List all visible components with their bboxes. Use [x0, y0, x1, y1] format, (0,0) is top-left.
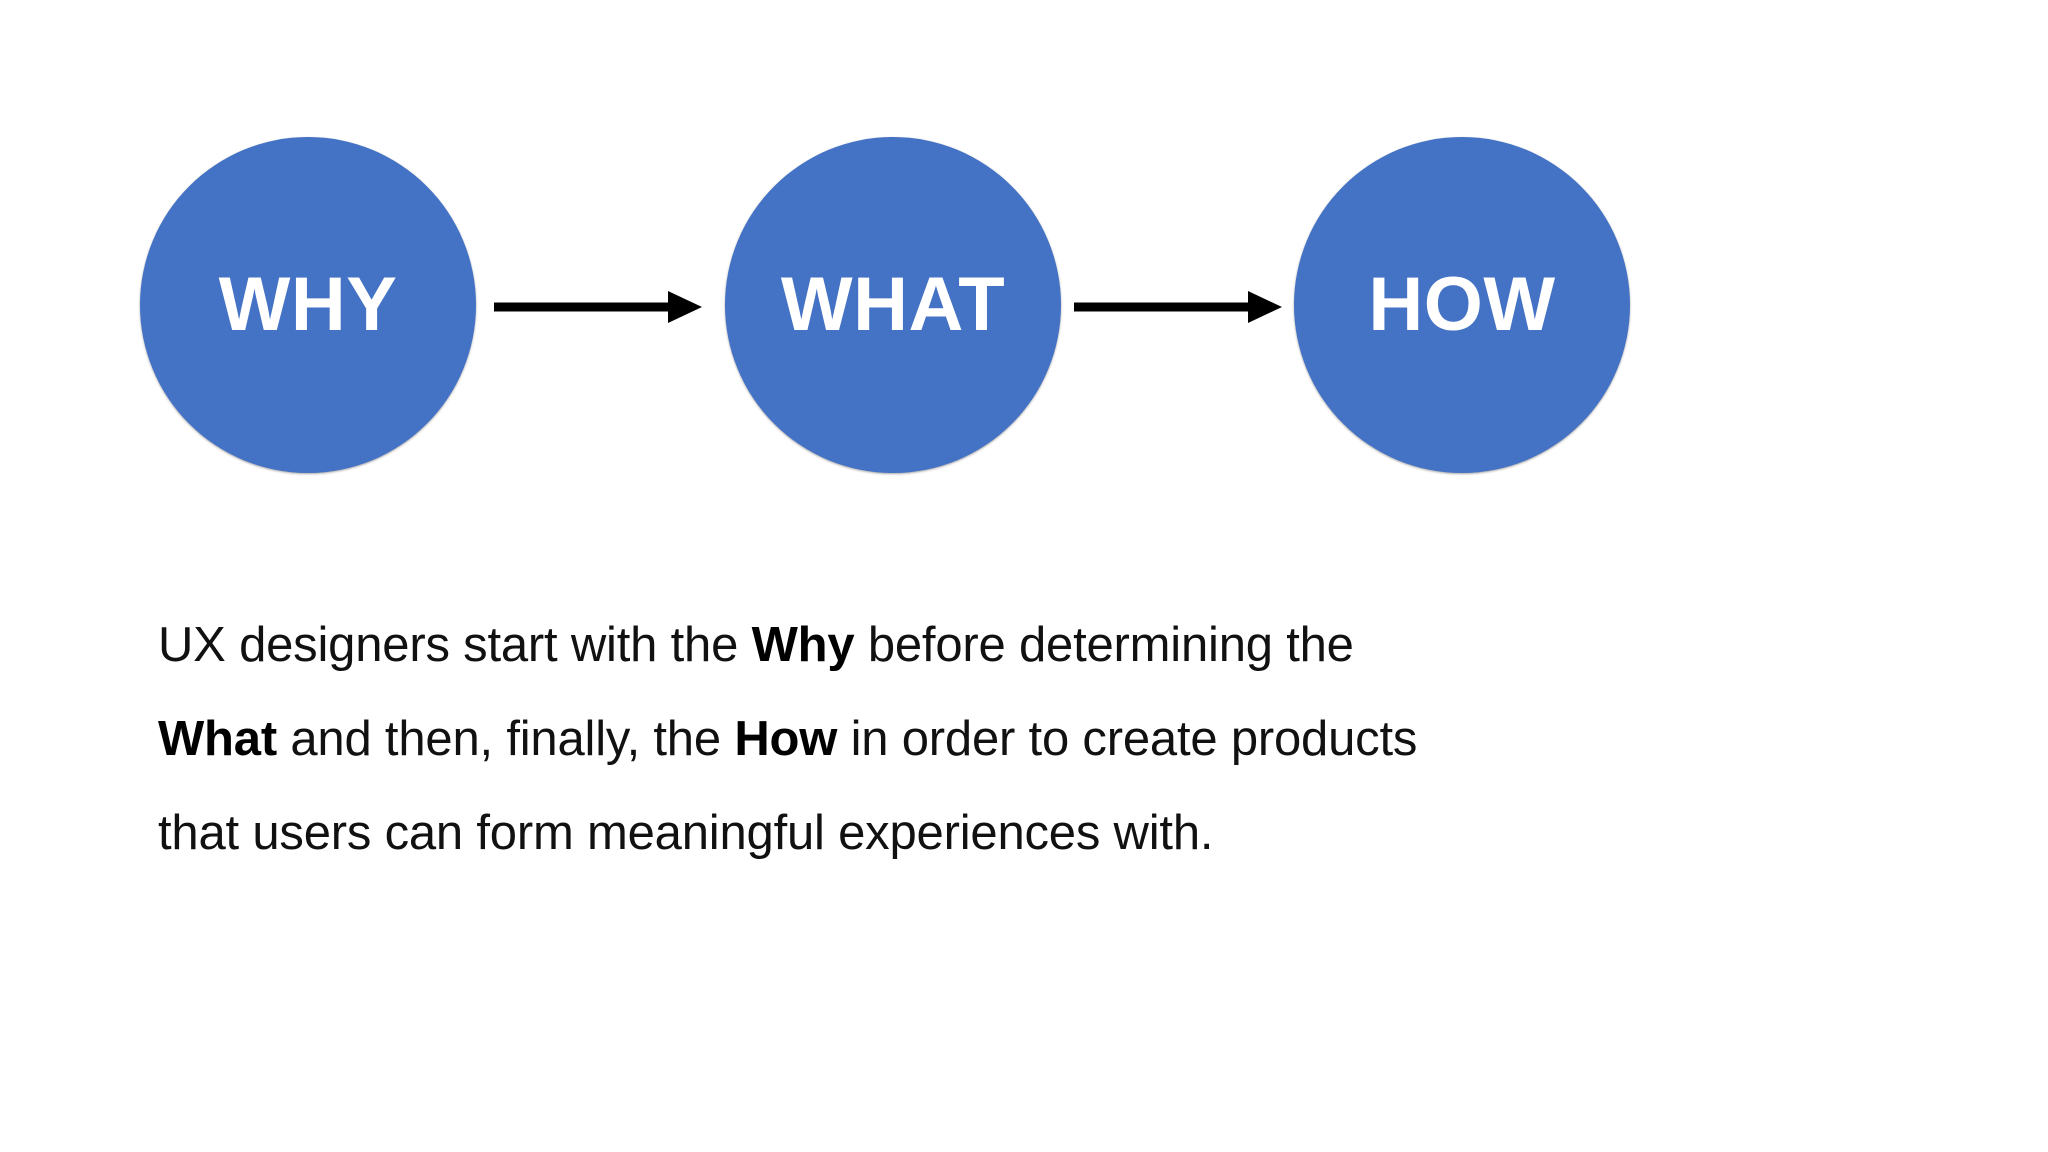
diagram-node-what-label: WHAT	[780, 262, 1006, 347]
diagram-node-why[interactable]: WHY	[140, 137, 476, 473]
caption-line-2-text-d: in order to create products	[837, 712, 1418, 766]
caption-emphasis-what: What	[158, 712, 277, 766]
caption-line-1-text-c: before determining the	[854, 618, 1354, 672]
arrow-why-to-what-icon	[490, 285, 705, 329]
diagram-node-how[interactable]: HOW	[1294, 137, 1630, 473]
diagram-node-why-label: WHY	[218, 262, 398, 347]
diagram-node-what[interactable]: WHAT	[725, 137, 1061, 473]
process-flow-diagram: WHY WHAT HOW	[0, 137, 2048, 477]
caption-line-3-text-a: that users can form meaningful experienc…	[158, 806, 1214, 860]
caption-paragraph: UX designers start with the Why before d…	[158, 598, 1918, 880]
arrow-what-to-how-icon	[1070, 285, 1285, 329]
caption-line-2-text-b: and then, finally, the	[276, 712, 735, 766]
diagram-node-how-label: HOW	[1368, 262, 1556, 347]
caption-line-1: UX designers start with the Why before d…	[158, 598, 1918, 692]
caption-line-3: that users can form meaningful experienc…	[158, 786, 1918, 880]
caption-emphasis-how: How	[734, 712, 838, 766]
caption-emphasis-why: Why	[751, 618, 855, 672]
caption-line-1-text-a: UX designers start with the	[158, 618, 752, 672]
caption-line-2: What and then, finally, the How in order…	[158, 692, 1918, 786]
